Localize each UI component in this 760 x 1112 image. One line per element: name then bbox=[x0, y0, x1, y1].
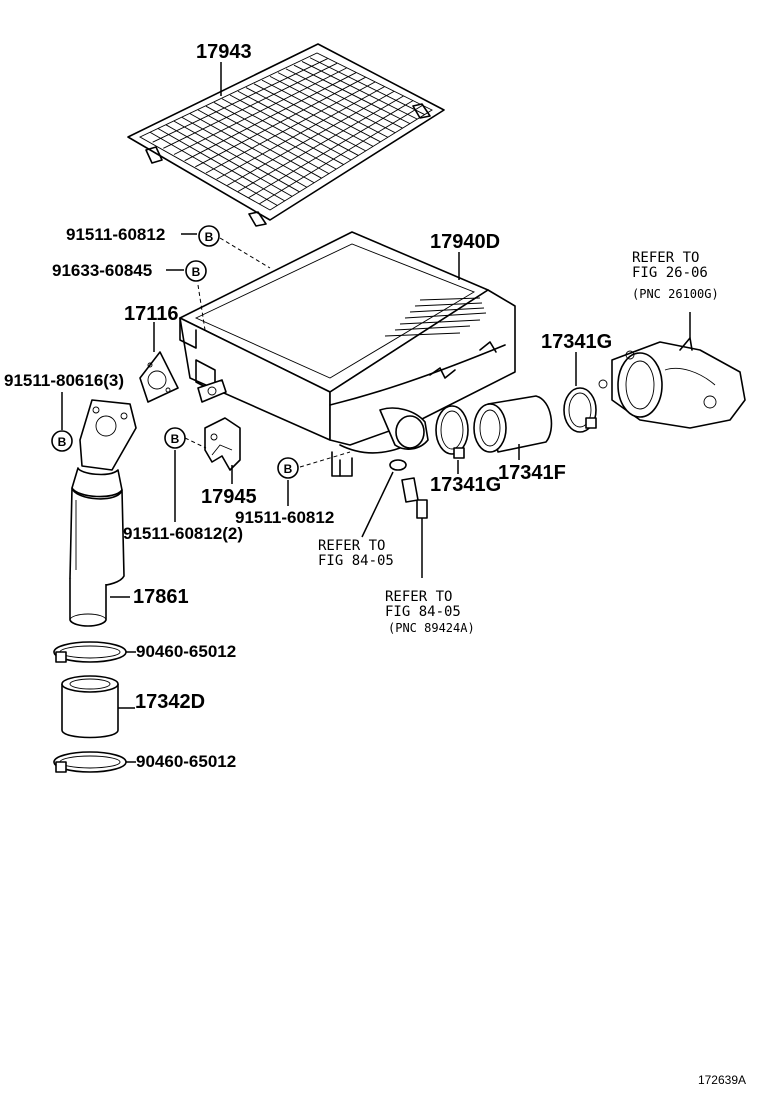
diagram-code: 172639A bbox=[698, 1073, 746, 1087]
label-17341g-mid[interactable]: 17341G bbox=[430, 474, 501, 496]
label-17940d[interactable]: 17940D bbox=[430, 231, 500, 253]
label-91633-60845[interactable]: 91633-60845 bbox=[52, 261, 152, 280]
label-17342d[interactable]: 17342D bbox=[135, 691, 205, 713]
support-17945[interactable] bbox=[204, 417, 241, 471]
svg-text:B: B bbox=[192, 265, 201, 279]
ref-fig8405b-line3: (PNC 89424A) bbox=[388, 621, 475, 635]
clamp-90460-top[interactable] bbox=[53, 641, 127, 663]
pipe-17861[interactable] bbox=[69, 399, 137, 627]
label-90460-65012-top[interactable]: 90460-65012 bbox=[136, 642, 236, 661]
label-17861[interactable]: 17861 bbox=[133, 586, 189, 608]
label-91511-60812-2[interactable]: 91511-60812(2) bbox=[123, 524, 243, 543]
label-91511-60812-mid[interactable]: 91511-60812 bbox=[235, 508, 334, 527]
label-17341g-top[interactable]: 17341G bbox=[541, 331, 612, 353]
fin-hatch bbox=[384, 297, 487, 337]
grille-17943[interactable] bbox=[127, 43, 445, 227]
leader-lines bbox=[61, 62, 691, 763]
ref-fig2606-line2[interactable]: FIG 26-06 bbox=[632, 265, 708, 281]
svg-text:B: B bbox=[205, 230, 214, 244]
ref-fig2606-line1[interactable]: REFER TO bbox=[632, 250, 699, 266]
clamp-90460-bot[interactable] bbox=[53, 751, 127, 773]
intercooler-17940d[interactable] bbox=[179, 231, 516, 477]
hose-17342d[interactable] bbox=[61, 675, 119, 739]
dashed-guides bbox=[184, 237, 351, 468]
ref-fig8405b-line1[interactable]: REFER TO bbox=[385, 589, 452, 605]
gasket-17116[interactable] bbox=[139, 351, 179, 403]
svg-text:B: B bbox=[58, 435, 67, 449]
ref-fig8405a-line2[interactable]: FIG 84-05 bbox=[318, 553, 394, 569]
ref-fig8405b-line2[interactable]: FIG 84-05 bbox=[385, 604, 461, 620]
clamp-17341g-mid[interactable] bbox=[435, 405, 469, 459]
ref-fig2606-line3: (PNC 26100G) bbox=[632, 287, 719, 301]
label-17945[interactable]: 17945 bbox=[201, 486, 257, 508]
bolt-marker-4: B bbox=[164, 427, 186, 449]
label-91511-60812-top[interactable]: 91511-60812 bbox=[66, 225, 165, 244]
bolt-marker-3: B bbox=[51, 430, 73, 452]
label-17341f[interactable]: 17341F bbox=[498, 462, 566, 484]
ref-fig8405a-line1[interactable]: REFER TO bbox=[318, 538, 385, 554]
throttle-body[interactable] bbox=[598, 337, 746, 429]
label-17116[interactable]: 17116 bbox=[124, 303, 179, 325]
bolt-marker-5: B bbox=[277, 457, 299, 479]
svg-text:B: B bbox=[171, 432, 180, 446]
label-90460-65012-bot[interactable]: 90460-65012 bbox=[136, 752, 236, 771]
intake-temp-sensor[interactable] bbox=[401, 477, 428, 519]
small-bracket bbox=[197, 379, 227, 403]
hose-17341f[interactable] bbox=[473, 395, 553, 453]
clamp-17341g-top[interactable] bbox=[563, 387, 597, 433]
label-17943[interactable]: 17943 bbox=[196, 41, 252, 63]
svg-text:B: B bbox=[284, 462, 293, 476]
o-ring-sensor[interactable] bbox=[389, 459, 407, 471]
bolt-marker-2: B bbox=[185, 260, 207, 282]
bolt-marker-1: B bbox=[198, 225, 220, 247]
grille-grid bbox=[149, 57, 425, 206]
label-91511-80616[interactable]: 91511-80616(3) bbox=[4, 371, 124, 390]
